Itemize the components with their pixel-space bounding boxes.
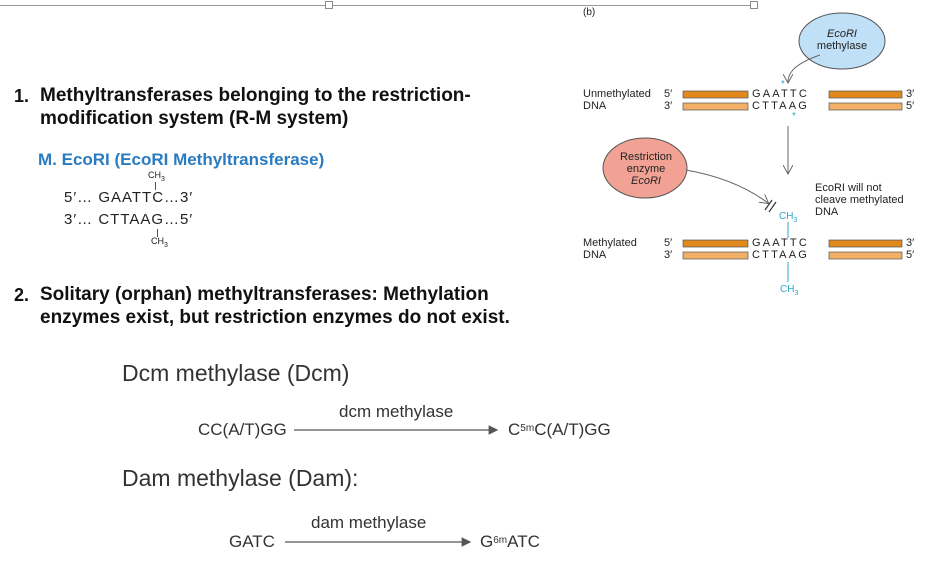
sequence-bottom: 3′… CTTAAG…5′ [64, 211, 194, 228]
dcm-enzyme-label: dcm methylase [339, 402, 454, 421]
item2-heading-line2: enzymes exist, but restriction enzymes d… [40, 307, 510, 328]
methylase-arrow [788, 54, 821, 82]
dam-enzyme-label: dam methylase [311, 513, 427, 532]
frame-handle-left[interactable] [325, 1, 333, 9]
item1-heading-line2: modification system (R-M system) [40, 108, 349, 129]
bottom-seq-upper: GAATTC [752, 237, 809, 249]
block-mark-1 [764, 199, 773, 211]
sequence-top: 5′… GAATTC…3′ [64, 189, 194, 206]
bottom-strand-right-dark [828, 239, 903, 248]
bottom-five-prime-left: 5′ [664, 237, 673, 249]
dam-substrate: GATC [229, 532, 275, 551]
restriction-bubble-text: Restriction enzyme EcoRI [620, 151, 672, 187]
top-seq-upper: GAATTC [752, 88, 809, 100]
item2-heading-line1: Solitary (orphan) methyltransferases: Me… [40, 284, 489, 305]
dcm-title: Dcm methylase (Dcm) [122, 360, 350, 386]
methyl-bond-top [155, 182, 156, 190]
top-seq-lower: CTTAAG [752, 100, 809, 112]
figure-panel-label: (b) [583, 7, 596, 18]
item2-number: 2. [14, 285, 30, 305]
top-strand-left-dark [682, 90, 749, 99]
top-five-prime-right: 5′ [906, 100, 915, 112]
dam-product: G6mATC [480, 532, 540, 551]
item1-heading: Methyltransferases belonging to the rest… [40, 84, 560, 130]
item1-number: 1. [14, 86, 30, 106]
bottom-three-prime-left: 3′ [664, 249, 673, 261]
bottom-strand-left-dark [682, 239, 749, 248]
ch3-label-top: CH3 [779, 211, 798, 224]
top-strand-right-light [828, 102, 903, 111]
methyl-label-bottom: CH3 [151, 236, 168, 249]
methyl-label-top: CH3 [148, 170, 165, 183]
no-cleave-note: EcoRI will not cleave methylated DNA [815, 182, 904, 218]
top-strand-left-light [682, 102, 749, 111]
top-five-prime-left: 5′ [664, 88, 673, 100]
bottom-three-prime-right: 3′ [906, 237, 915, 249]
methyl-target-asterisk-top: * [781, 79, 785, 90]
item1-heading-line1: Methyltransferases belonging to the rest… [40, 85, 471, 106]
dcm-substrate: CC(A/T)GG [198, 420, 287, 439]
unmethylated-dna-label: Unmethylated DNA [583, 88, 651, 112]
restriction-enzyme-bubble [602, 137, 688, 199]
dam-title: Dam methylase (Dam): [122, 465, 359, 491]
ch3-label-bottom: CH3 [780, 284, 799, 297]
methyl-target-asterisk-bottom: * [792, 111, 796, 122]
restriction-arrow [685, 169, 768, 203]
item2-heading: Solitary (orphan) methyltransferases: Me… [40, 283, 600, 329]
bottom-strand-left-light [682, 251, 749, 260]
bottom-seq-lower: CTTAAG [752, 249, 809, 261]
methyl-bond-bottom [157, 229, 158, 237]
top-strand-right-dark [828, 90, 903, 99]
block-mark-2 [768, 201, 777, 213]
top-three-prime-left: 3′ [664, 100, 673, 112]
item1-subtitle: M. EcoRI (EcoRI Methyltransferase) [38, 150, 325, 169]
methylase-bubble-text: EcoRI methylase [816, 28, 868, 52]
methylated-dna-label: Methylated DNA [583, 237, 637, 261]
top-three-prime-right: 3′ [906, 88, 915, 100]
frame-top-line-left [0, 5, 325, 6]
dcm-product: C5mC(A/T)GG [508, 420, 611, 439]
bottom-strand-right-light [828, 251, 903, 260]
frame-top-line-right [330, 5, 750, 6]
ecori-methylase-bubble [798, 12, 886, 70]
frame-handle-right[interactable] [750, 1, 758, 9]
bottom-five-prime-right: 5′ [906, 249, 915, 261]
